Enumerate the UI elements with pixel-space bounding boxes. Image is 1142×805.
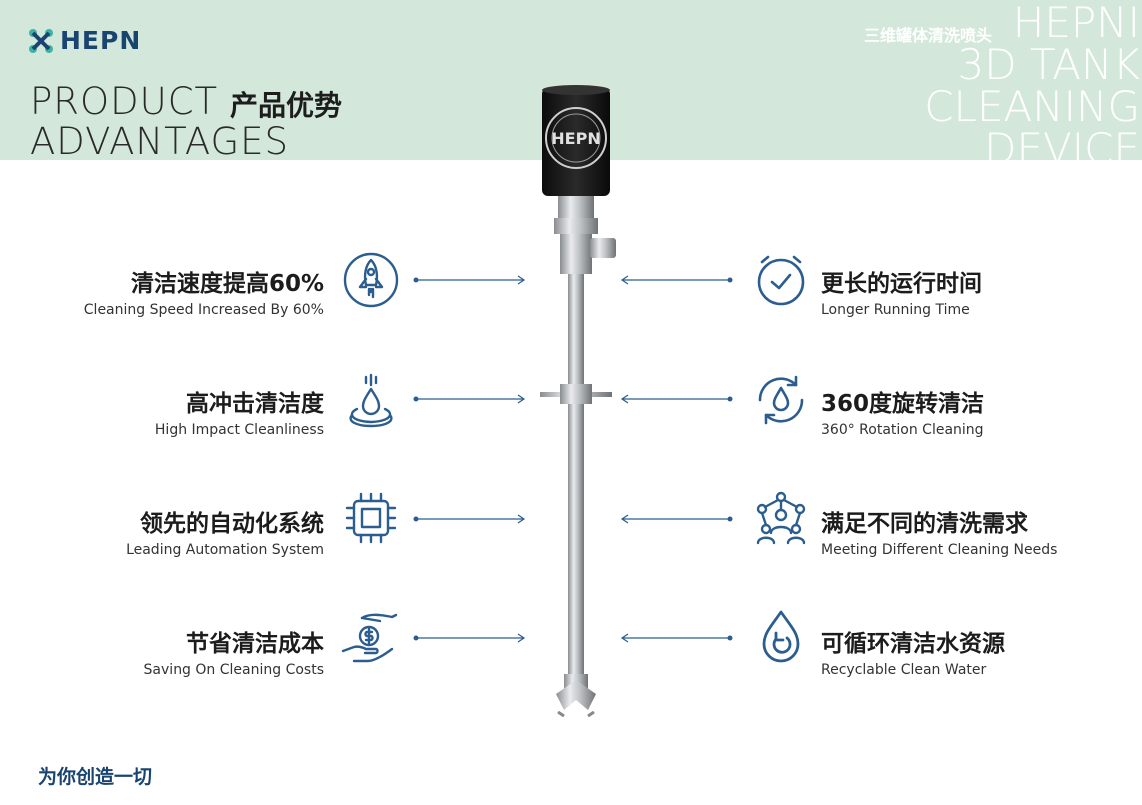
product-name-en: HEPNI 3D TANK CLEANING DEVICE: [924, 2, 1140, 170]
feature-title-en: Saving On Cleaning Costs: [143, 662, 324, 678]
logo-mark-icon: [29, 28, 53, 53]
feature-saving-costs: 节省清洁成本 Saving On Cleaning Costs: [0, 624, 324, 678]
feature-title-cn: 可循环清洁水资源: [821, 631, 1005, 657]
recycle-drop-icon: [752, 609, 810, 667]
money-hand-icon: [340, 609, 398, 667]
clock-icon: [752, 251, 810, 309]
water-drop-impact-icon: [342, 371, 400, 429]
tank-cleaning-device-image: HEPN: [540, 85, 616, 718]
feature-title-cn: 领先的自动化系统: [140, 511, 324, 537]
feature-title-cn: 360度旋转清洁: [821, 391, 985, 417]
feature-recyclable-water: 可循环清洁水资源 Recyclable Clean Water: [821, 624, 1142, 678]
page-title-cn: 产品优势: [230, 89, 343, 122]
feature-title-en: High Impact Cleanliness: [154, 422, 324, 438]
connector-arrow: [412, 274, 528, 286]
chip-icon: [342, 489, 400, 547]
logo-text: HEPN: [60, 26, 142, 55]
connector-arrow: [412, 393, 528, 405]
feature-title-en: Meeting Different Cleaning Needs: [821, 542, 1058, 558]
feature-title-en: Leading Automation System: [126, 542, 324, 558]
connector-arrow: [618, 632, 734, 644]
network-people-icon: [752, 489, 810, 547]
product-name-line4: DEVICE: [984, 124, 1140, 173]
product-name-line3: CLEANING: [924, 82, 1140, 131]
feature-title-cn: 高冲击清洁度: [186, 391, 324, 417]
feature-cleaning-speed: 清洁速度提高60% Cleaning Speed Increased By 60…: [0, 264, 324, 318]
product-name-line1: HEPNI: [1012, 0, 1140, 47]
feature-title-en: Longer Running Time: [821, 302, 970, 318]
page-title-en: PRODUCT ADVANTAGES: [30, 82, 289, 162]
footer-slogan: 为你创造一切: [38, 766, 153, 788]
feature-title-cn: 节省清洁成本: [186, 631, 324, 657]
feature-title-en: Recyclable Clean Water: [821, 662, 987, 678]
feature-title-cn: 更长的运行时间: [821, 271, 982, 297]
connector-arrow: [618, 393, 734, 405]
feature-automation: 领先的自动化系统 Leading Automation System: [0, 504, 324, 558]
brand-logo[interactable]: HEPN: [28, 26, 141, 55]
connector-arrow: [618, 274, 734, 286]
title-en-line1: PRODUCT: [30, 80, 219, 123]
connector-arrow: [412, 632, 528, 644]
connector-arrow: [618, 513, 734, 525]
product-subtitle-cn: 三维罐体清洗喷头: [864, 26, 993, 45]
title-en-line2: ADVANTAGES: [30, 120, 290, 163]
feature-360-rotation: 360度旋转清洁 360° Rotation Cleaning: [821, 384, 1142, 438]
feature-title-en: Cleaning Speed Increased By 60%: [83, 302, 324, 318]
feature-title-cn: 清洁速度提高60%: [130, 271, 324, 297]
svg-text:HEPN: HEPN: [551, 129, 600, 148]
feature-high-impact: 高冲击清洁度 High Impact Cleanliness: [0, 384, 324, 438]
product-name-line2: 3D TANK: [957, 40, 1141, 89]
connector-arrow: [412, 513, 528, 525]
feature-title-en: 360° Rotation Cleaning: [821, 422, 984, 438]
rocket-icon: [342, 251, 400, 309]
feature-title-cn: 满足不同的清洗需求: [821, 511, 1028, 537]
rotation-drop-icon: [752, 371, 810, 429]
feature-different-needs: 满足不同的清洗需求 Meeting Different Cleaning Nee…: [821, 504, 1142, 558]
feature-running-time: 更长的运行时间 Longer Running Time: [821, 264, 1142, 318]
